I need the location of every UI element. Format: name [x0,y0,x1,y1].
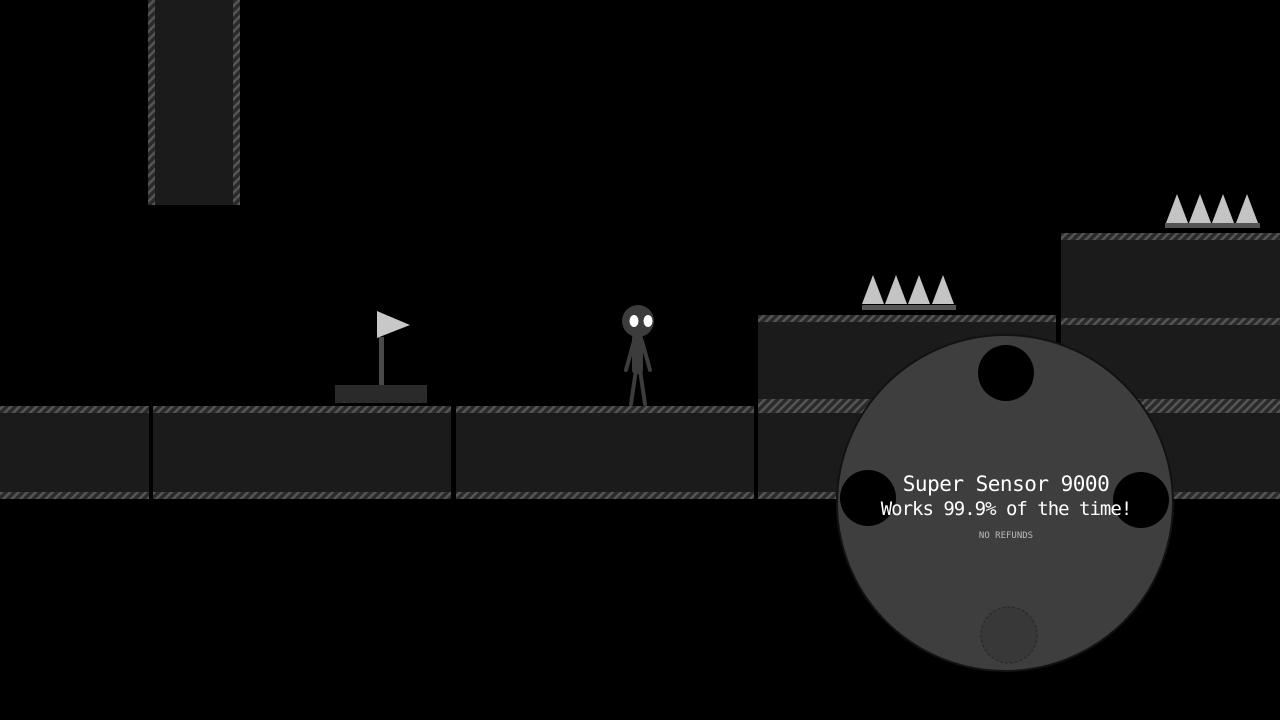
spike-hazard-icon [1165,194,1260,228]
step-top-edge [758,315,1056,322]
spike [1212,194,1234,223]
spike-base [862,305,956,310]
floor-block-3 [456,406,754,499]
spike-base [1165,223,1260,228]
floor-block-top-edge [456,406,754,413]
step-top-edge [1061,318,1280,325]
player-left-leg [629,368,638,406]
super-sensor-device [836,334,1174,672]
player-right-leg [638,368,647,406]
checkpoint-flag-icon[interactable] [335,311,427,403]
floor-block-bottom-edge [153,492,451,499]
sensor-title: Super Sensor 9000 [902,472,1110,496]
raised-step-2-top [1061,233,1280,318]
spike [862,275,884,304]
flag-cloth [377,311,410,338]
floor-block-1 [0,406,149,499]
spike [908,275,930,304]
sensor-hole-top [978,345,1034,401]
sensor-tagline: Works 99.9% of the time! [880,498,1133,520]
step-body [1061,233,1280,318]
pillar-body [148,0,240,205]
spike-hazard-icon [862,275,956,310]
step-top-edge [1061,233,1280,240]
floor-block-2 [153,406,451,499]
spike [1236,194,1258,223]
step-bottom-edge [1061,399,1280,406]
stick-figure-player[interactable] [622,305,654,406]
spike [885,275,907,304]
player-torso [632,334,643,374]
sensor-hole-bottom [980,606,1038,664]
ceiling-pillar [148,0,240,205]
floor-block-body [0,406,149,499]
spike [932,275,954,304]
floor-block-body [153,406,451,499]
floor-block-body [456,406,754,499]
spike [1189,194,1211,223]
flag-base [335,385,427,403]
player-left-eye [629,315,639,327]
pillar-edge-left [148,0,155,205]
player-right-eye [643,315,653,327]
floor-block-top-edge [1061,406,1280,413]
sensor-disclaimer: NO REFUNDS [978,531,1034,541]
sensor-hole-right [1113,472,1169,528]
floor-block-top-edge [153,406,451,413]
floor-block-bottom-edge [456,492,754,499]
player-right-arm [640,339,652,372]
flag-pole [379,337,384,385]
floor-block-bottom-edge [0,492,149,499]
sensor-hole-left [840,470,896,526]
sensor-disc [836,334,1174,672]
floor-block-top-edge [0,406,149,413]
pillar-edge-right [233,0,240,205]
spike [1166,194,1188,223]
